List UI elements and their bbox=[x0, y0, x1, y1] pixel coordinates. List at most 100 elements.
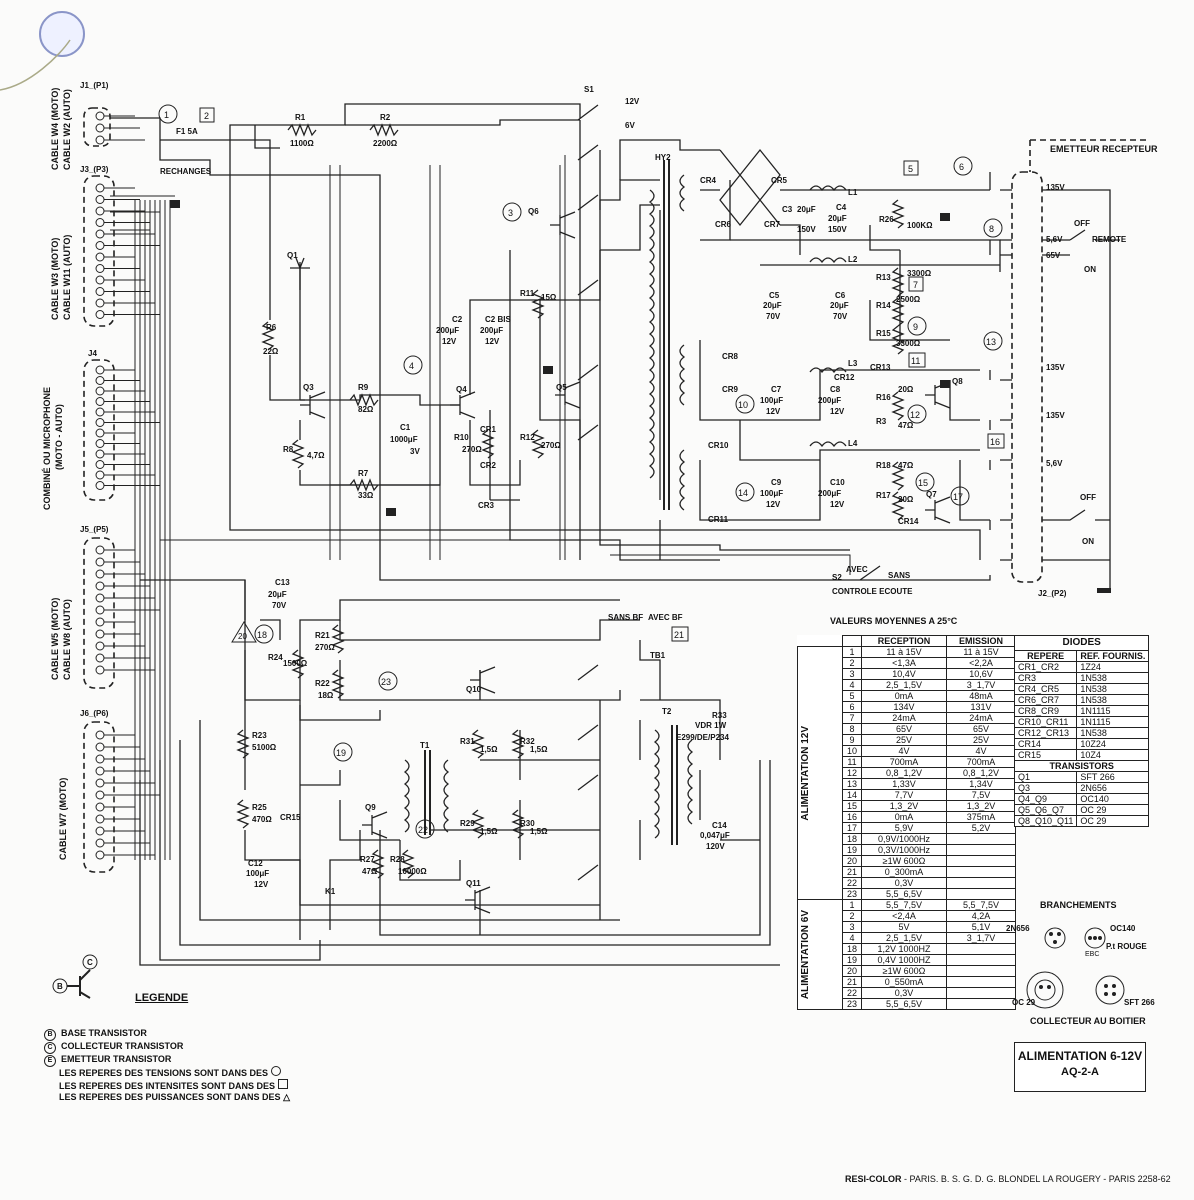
reception-value: 5,9V bbox=[861, 822, 947, 834]
svg-text:1100Ω: 1100Ω bbox=[290, 139, 314, 148]
ref-cell: Q3 bbox=[1013, 782, 1078, 794]
reception-value: 700mA bbox=[861, 756, 947, 768]
svg-text:12V: 12V bbox=[766, 407, 781, 416]
row-index: 19 bbox=[842, 954, 862, 966]
row-index: 3 bbox=[842, 921, 862, 933]
connector-pin bbox=[95, 241, 105, 250]
svg-text:3V: 3V bbox=[410, 447, 420, 456]
svg-text:S2: S2 bbox=[832, 573, 842, 582]
ref-cell: CR10_CR11 bbox=[1013, 716, 1078, 728]
svg-text:6: 6 bbox=[959, 162, 964, 172]
j3-label: J3_(P3) bbox=[80, 165, 109, 174]
svg-text:1,5Ω: 1,5Ω bbox=[480, 745, 498, 754]
connector-pin bbox=[95, 183, 105, 193]
svg-text:22Ω: 22Ω bbox=[263, 347, 279, 356]
connector-pin bbox=[95, 218, 105, 227]
row-index: 16 bbox=[842, 811, 862, 823]
pinout-ebc: EBC bbox=[1085, 951, 1100, 958]
reception-value: 0,3V bbox=[861, 877, 947, 889]
emission-value bbox=[946, 855, 1016, 867]
svg-text:11: 11 bbox=[911, 356, 920, 366]
svg-text:12V: 12V bbox=[830, 500, 845, 509]
svg-text:7: 7 bbox=[913, 280, 918, 290]
footer-brand: RESI-COLOR bbox=[845, 1174, 902, 1184]
reception-value: 2,5_1,5V bbox=[861, 932, 947, 944]
svg-text:R10: R10 bbox=[454, 433, 469, 442]
svg-text:5,6V: 5,6V bbox=[1046, 459, 1063, 468]
emission-value bbox=[946, 976, 1016, 988]
j4-outline bbox=[83, 359, 115, 501]
connector-pin bbox=[95, 557, 105, 567]
svg-text:R21: R21 bbox=[315, 631, 330, 640]
reception-value: 0,8_1,2V bbox=[861, 767, 947, 779]
row-index: 4 bbox=[842, 932, 862, 944]
svg-text:20μF: 20μF bbox=[763, 301, 782, 310]
transistors bbox=[290, 211, 951, 914]
svg-text:82Ω: 82Ω bbox=[358, 405, 374, 414]
svg-text:2200Ω: 2200Ω bbox=[373, 139, 398, 148]
svg-text:18: 18 bbox=[257, 630, 267, 640]
reception-value: 1,3_2V bbox=[861, 800, 947, 812]
svg-text:AVEC BF: AVEC BF bbox=[648, 613, 683, 622]
connector-pin bbox=[95, 470, 105, 480]
connector-pin bbox=[95, 123, 105, 133]
svg-text:B: B bbox=[57, 982, 63, 991]
svg-text:47Ω: 47Ω bbox=[898, 461, 914, 470]
connector-pin bbox=[95, 298, 105, 308]
printer-footer: RESI-COLOR - PARIS. B. S. G. D. G. BLOND… bbox=[845, 1174, 1171, 1184]
reception-value: 134V bbox=[861, 701, 947, 713]
connector-pin bbox=[95, 730, 105, 740]
transformers bbox=[403, 160, 847, 845]
transistor-symbol-icon: B C bbox=[52, 954, 98, 999]
svg-text:1500Ω: 1500Ω bbox=[283, 659, 308, 668]
svg-text:10000Ω: 10000Ω bbox=[398, 867, 427, 876]
svg-text:2500Ω: 2500Ω bbox=[896, 295, 921, 304]
row-index: 11 bbox=[842, 756, 862, 768]
reception-value: 5,5_6,5V bbox=[861, 998, 947, 1010]
connector-pin bbox=[95, 376, 105, 385]
connector-pin bbox=[95, 252, 105, 262]
reception-value: 5,5_6,5V bbox=[861, 888, 947, 900]
svg-text:14: 14 bbox=[738, 488, 748, 498]
col-emission: EMISSION bbox=[946, 635, 1016, 647]
row-index: 22 bbox=[842, 877, 862, 889]
row-index: 5 bbox=[842, 690, 862, 702]
emission-value bbox=[946, 888, 1016, 900]
svg-text:R2: R2 bbox=[380, 113, 391, 122]
emission-value: 700mA bbox=[946, 756, 1016, 768]
emission-value: 48mA bbox=[946, 690, 1016, 702]
svg-text:Q9: Q9 bbox=[365, 803, 376, 812]
svg-text:33Ω: 33Ω bbox=[358, 491, 374, 500]
component-labels: J1_(P1) J3_(P3) J4 J5_(P5) J6_(P6) J2_(P… bbox=[80, 81, 1158, 896]
svg-text:CABLE W8 (AUTO): CABLE W8 (AUTO) bbox=[62, 599, 72, 680]
reception-value: 0mA bbox=[861, 690, 947, 702]
circle-icon bbox=[270, 1066, 281, 1076]
j4-label: J4 bbox=[88, 349, 97, 358]
svg-text:23: 23 bbox=[381, 677, 391, 687]
reception-value: <2,4A bbox=[861, 910, 947, 922]
reception-value: 0,3V bbox=[861, 987, 947, 999]
svg-text:AVEC: AVEC bbox=[846, 565, 868, 574]
row-index: 17 bbox=[842, 822, 862, 834]
connector-pin bbox=[95, 665, 105, 675]
reception-value: <1,3A bbox=[861, 657, 947, 669]
connector-pin bbox=[95, 545, 105, 555]
connector-pin bbox=[95, 617, 105, 627]
row-index: 2 bbox=[842, 657, 862, 669]
svg-text:C14: C14 bbox=[712, 821, 727, 830]
emission-value: 11 à 15V bbox=[946, 646, 1016, 658]
svg-text:C1: C1 bbox=[400, 423, 411, 432]
connector-pin bbox=[95, 629, 105, 639]
pinout-oc140-note: P.t ROUGE bbox=[1106, 942, 1147, 951]
svg-text:3: 3 bbox=[508, 208, 513, 218]
cable-labels: CABLE W4 (MOTO) CABLE W2 (AUTO) CABLE W3… bbox=[42, 88, 72, 860]
emission-value bbox=[946, 987, 1016, 999]
svg-text:9: 9 bbox=[913, 322, 918, 332]
svg-text:CR13: CR13 bbox=[870, 363, 891, 372]
svg-text:12V: 12V bbox=[254, 880, 269, 889]
svg-text:120V: 120V bbox=[706, 842, 725, 851]
